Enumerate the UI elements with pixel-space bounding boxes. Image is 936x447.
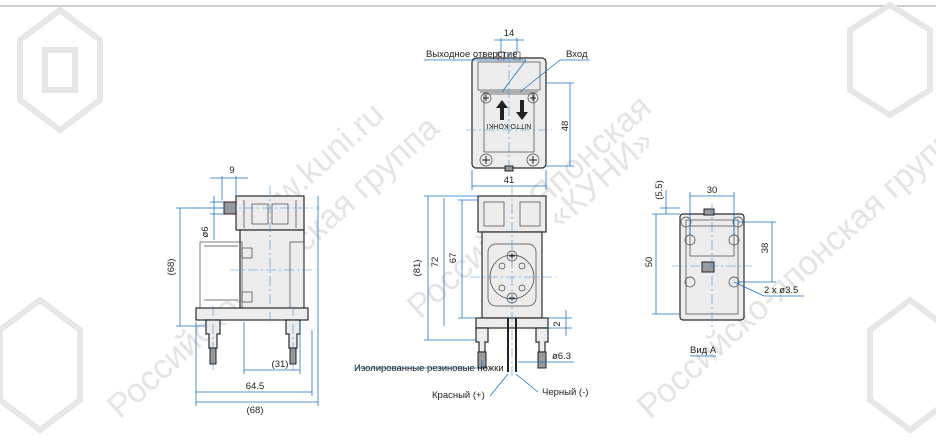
dim-front-72: 72: [430, 257, 441, 268]
dim-front-2: 2: [552, 321, 563, 326]
screw-icon: [498, 250, 526, 304]
watermark-logo-right: [847, 1, 933, 119]
front-view: (81) 72 67 2 ø6.3 Изолированные резиновы…: [354, 186, 588, 401]
outlet-label: Выходное отверстие: [426, 49, 518, 60]
screw-icon: [479, 92, 540, 167]
inlet-label: Вход: [566, 49, 588, 60]
watermark-logo-bottom-right: [867, 296, 936, 434]
side-view: 9 ø6 (68) (31) 64.5 (68): [166, 165, 320, 416]
dim-view-a-55: (5.5): [654, 180, 665, 200]
top-view: NITTO KOHKI 14 48 41 Выходное отверстие: [424, 28, 590, 190]
dim-front-63: ø6.3: [552, 351, 571, 362]
dim-side-645: 64.5: [246, 381, 265, 392]
dim-side-31: (31): [272, 359, 289, 370]
view-a: 30 (5.5) 50 38 2 x ø3.5 Вид А: [644, 180, 804, 357]
dim-side-nozzle: 9: [229, 165, 234, 176]
watermark-logo-bottom-left: [0, 296, 83, 434]
dim-view-a-30: 30: [707, 185, 718, 196]
dim-side-68: (68): [247, 405, 264, 416]
dim-top-width: 14: [504, 28, 515, 39]
rubber-feet-label: Изолированные резиновые ножки: [354, 363, 504, 374]
arrow-down-icon: [516, 100, 528, 120]
red-wire-label: Красный (+): [432, 390, 485, 401]
dim-side-height: (68): [166, 259, 177, 276]
view-a-caption: Вид А: [690, 345, 717, 356]
dim-view-a-holes: 2 x ø3.5: [764, 285, 798, 296]
dim-view-a-50: 50: [644, 257, 655, 268]
arrow-up-icon: [496, 100, 508, 120]
dim-side-diameter: ø6: [200, 226, 211, 237]
dim-front-81: (81): [412, 260, 423, 277]
dim-top-height: 48: [560, 121, 571, 132]
watermark-logo-left: [17, 6, 103, 134]
dim-front-67: 67: [448, 253, 459, 264]
dim-top-base: 41: [504, 175, 515, 186]
watermark-text-5: Российско-японская группа: [630, 108, 936, 425]
dim-view-a-38: 38: [760, 243, 771, 254]
black-wire-label: Черный (-): [542, 387, 588, 398]
